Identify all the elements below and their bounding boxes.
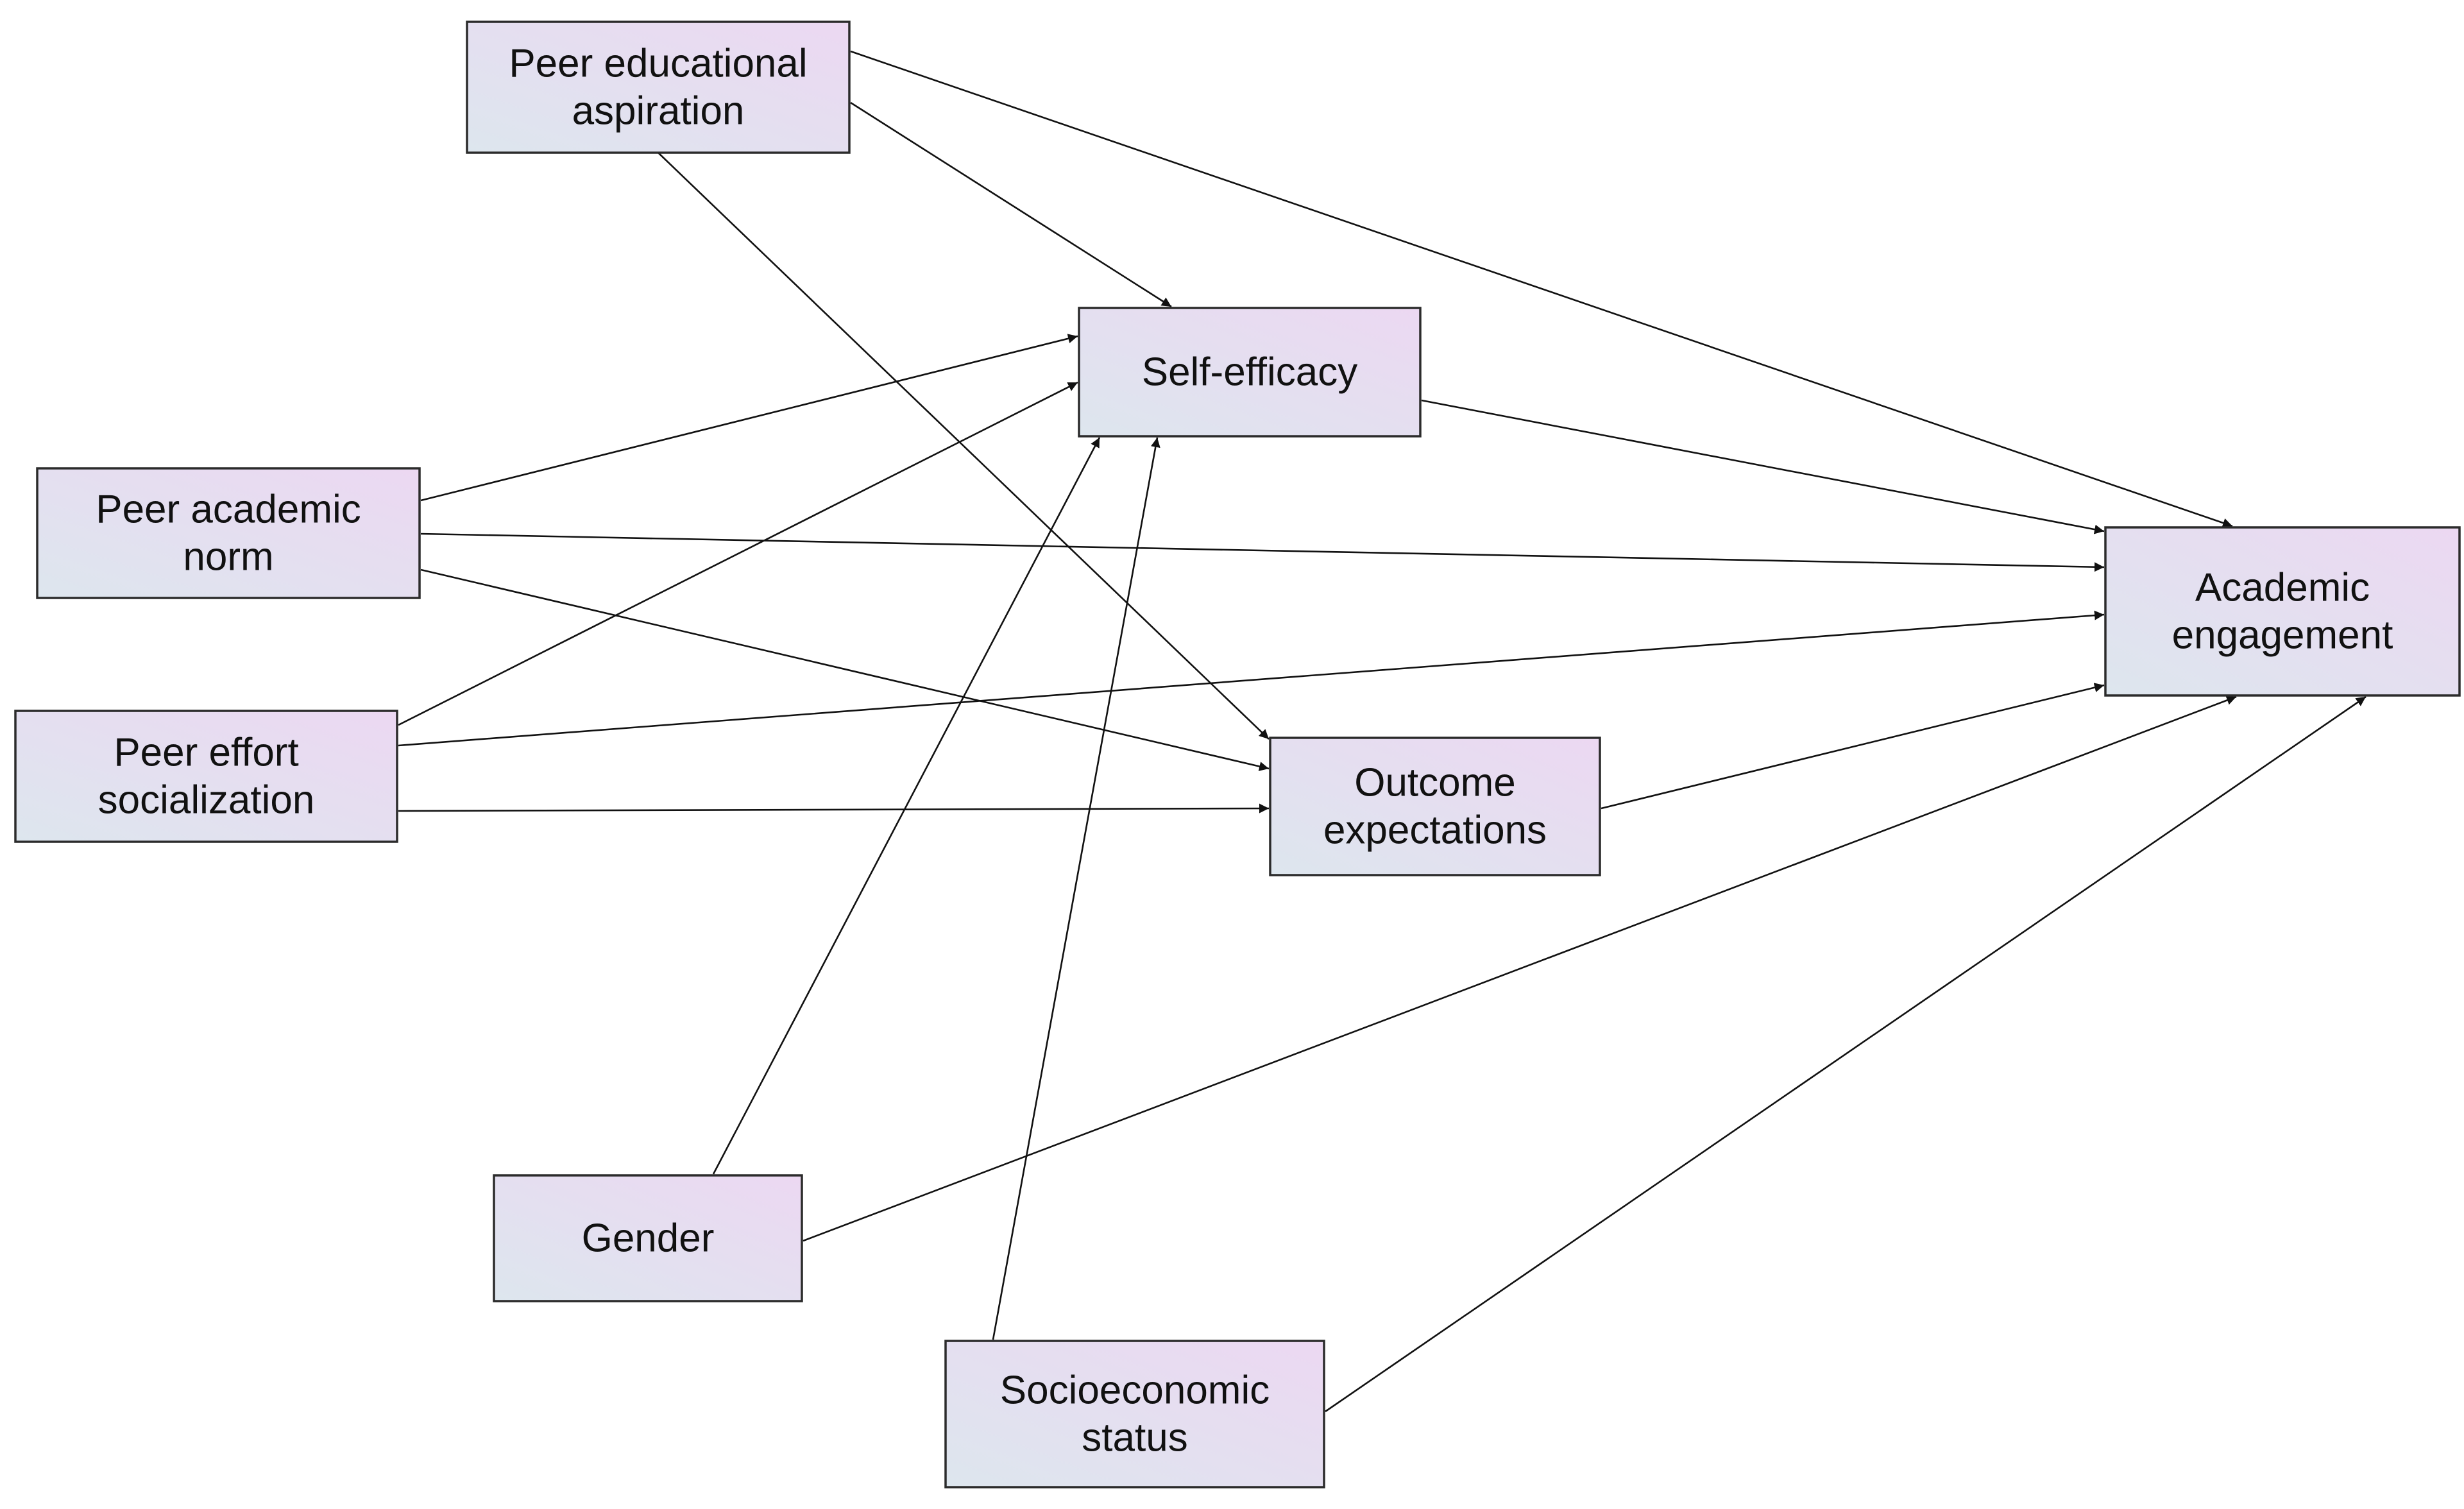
- node-label-outcome-expectations-line-2: expectations: [1323, 808, 1547, 853]
- node-label-peer-educational-aspiration-line-1: Peer educational: [509, 42, 807, 86]
- node-box-peer-academic-norm: [36, 467, 421, 599]
- node-label-peer-effort-socialization-line-2: socialization: [98, 778, 315, 823]
- edge-peer-effort-socialization-to-academic-engagement: [398, 610, 2105, 747]
- edge-gender-to-academic-engagement: [803, 695, 2237, 1242]
- edge-socioeconomic-status-to-academic-engagement: [1325, 695, 2366, 1413]
- node-label-peer-effort-socialization-line-1: Peer effort: [114, 731, 298, 775]
- node-label-gender-line-1: Gender: [582, 1216, 715, 1261]
- node-box-peer-educational-aspiration: [466, 21, 851, 154]
- edge-peer-educational-aspiration-to-self-efficacy: [850, 101, 1172, 308]
- node-label-socioeconomic-status-line-2: status: [1082, 1416, 1187, 1460]
- node-gender: Gender: [493, 1174, 803, 1302]
- node-box-peer-effort-socialization: [14, 710, 398, 843]
- node-box-socioeconomic-status: [944, 1340, 1325, 1488]
- edge-peer-educational-aspiration-to-outcome-expectations: [658, 152, 1270, 740]
- nodes-layer: Peer educationalaspirationSelf-efficacyP…: [14, 21, 2461, 1488]
- node-box-academic-engagement: [2104, 526, 2461, 697]
- edge-peer-academic-norm-to-self-efficacy: [420, 334, 1078, 502]
- node-box-gender: [493, 1174, 803, 1302]
- node-box-self-efficacy: [1078, 307, 1422, 438]
- node-label-peer-academic-norm-line-2: norm: [183, 535, 273, 579]
- node-label-self-efficacy-line-1: Self-efficacy: [1142, 350, 1358, 395]
- node-box-outcome-expectations: [1269, 737, 1601, 876]
- node-label-peer-academic-norm-line-1: Peer academic: [96, 488, 361, 532]
- node-label-academic-engagement-line-1: Academic: [2195, 566, 2370, 610]
- edge-outcome-expectations-to-academic-engagement: [1601, 683, 2105, 810]
- node-label-peer-educational-aspiration-line-2: aspiration: [572, 89, 745, 133]
- node-label-academic-engagement-line-2: engagement: [2172, 613, 2393, 658]
- edge-peer-educational-aspiration-to-academic-engagement: [850, 50, 2233, 528]
- node-self-efficacy: Self-efficacy: [1078, 307, 1422, 438]
- edge-self-efficacy-to-academic-engagement: [1421, 399, 2105, 534]
- edge-peer-academic-norm-to-academic-engagement: [420, 533, 2105, 572]
- edge-peer-academic-norm-to-outcome-expectations: [420, 568, 1270, 771]
- edge-peer-effort-socialization-to-outcome-expectations: [398, 803, 1270, 814]
- node-label-socioeconomic-status-line-1: Socioeconomic: [1000, 1368, 1270, 1413]
- node-label-outcome-expectations-line-1: Outcome: [1354, 761, 1516, 805]
- edge-peer-effort-socialization-to-self-efficacy: [398, 381, 1078, 726]
- edges-layer: [398, 50, 2366, 1413]
- edge-gender-to-self-efficacy: [712, 437, 1101, 1175]
- edge-socioeconomic-status-to-self-efficacy: [992, 437, 1160, 1340]
